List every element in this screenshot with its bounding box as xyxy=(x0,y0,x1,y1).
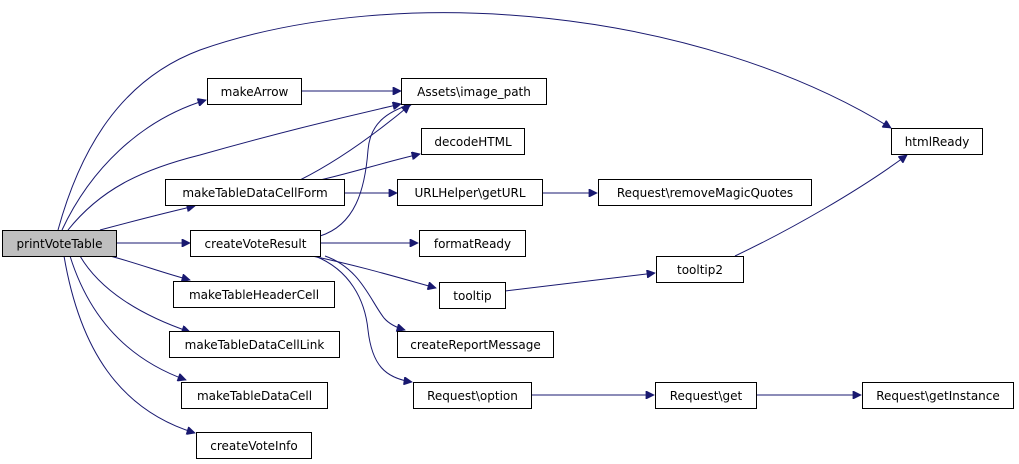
node-printVoteTable[interactable]: printVoteTable xyxy=(2,230,117,257)
edge-createVoteResult-assetsImagePath xyxy=(319,104,412,237)
node-createVoteResult[interactable]: createVoteResult xyxy=(190,230,321,257)
edge-printVoteTable-makeArrow xyxy=(61,100,206,231)
edge-printVoteTable-makeTableHeaderCell xyxy=(109,255,190,280)
node-makeArrow[interactable]: makeArrow xyxy=(207,78,302,105)
node-request-getinstance[interactable]: Request\getInstance xyxy=(862,382,1014,409)
edge-createVoteResult-requestOption xyxy=(314,255,412,382)
node-request-option[interactable]: Request\option xyxy=(413,382,532,409)
edge-tooltip2-htmlReady xyxy=(734,155,907,257)
edge-printVoteTable-assetsImagePath xyxy=(67,104,401,231)
node-makeTableDataCell[interactable]: makeTableDataCell xyxy=(181,382,328,409)
node-tooltip2[interactable]: tooltip2 xyxy=(656,256,744,283)
node-htmlReady[interactable]: htmlReady xyxy=(891,128,983,155)
node-makeTableDataCellLink[interactable]: makeTableDataCellLink xyxy=(169,331,340,358)
node-formatReady[interactable]: formatReady xyxy=(419,230,526,257)
edge-printVoteTable-makeTableDataCellLink xyxy=(79,255,190,332)
edge-makeTableDataCellForm-decodeHTML xyxy=(319,154,420,181)
node-createVoteInfo[interactable]: createVoteInfo xyxy=(196,432,312,459)
node-createReportMessage[interactable]: createReportMessage xyxy=(397,331,554,358)
edge-printVoteTable-createVoteInfo xyxy=(63,255,195,433)
node-tooltip[interactable]: tooltip xyxy=(439,282,506,309)
edge-createVoteResult-tooltip xyxy=(311,255,436,288)
edge-makeTableDataCellForm-assetsImagePath xyxy=(299,105,410,181)
node-decodeHTML[interactable]: decodeHTML xyxy=(421,128,525,155)
edge-tooltip-tooltip2 xyxy=(504,273,655,292)
edge-createVoteResult-createReportMessage xyxy=(324,255,405,330)
node-request-removemagicquotes[interactable]: Request\removeMagicQuotes xyxy=(598,179,812,206)
edge-printVoteTable-htmlReady xyxy=(57,12,891,231)
edge-printVoteTable-makeTableDataCell xyxy=(69,255,186,380)
node-makeTableDataCellForm[interactable]: makeTableDataCellForm xyxy=(165,179,345,206)
node-request-get[interactable]: Request\get xyxy=(655,382,757,409)
node-urlhelper-geturl[interactable]: URLHelper\getURL xyxy=(397,179,543,206)
node-assets-image-path[interactable]: Assets\image_path xyxy=(401,78,547,105)
edge-printVoteTable-makeTableDataCellForm xyxy=(99,206,195,231)
node-makeTableHeaderCell[interactable]: makeTableHeaderCell xyxy=(173,281,335,308)
